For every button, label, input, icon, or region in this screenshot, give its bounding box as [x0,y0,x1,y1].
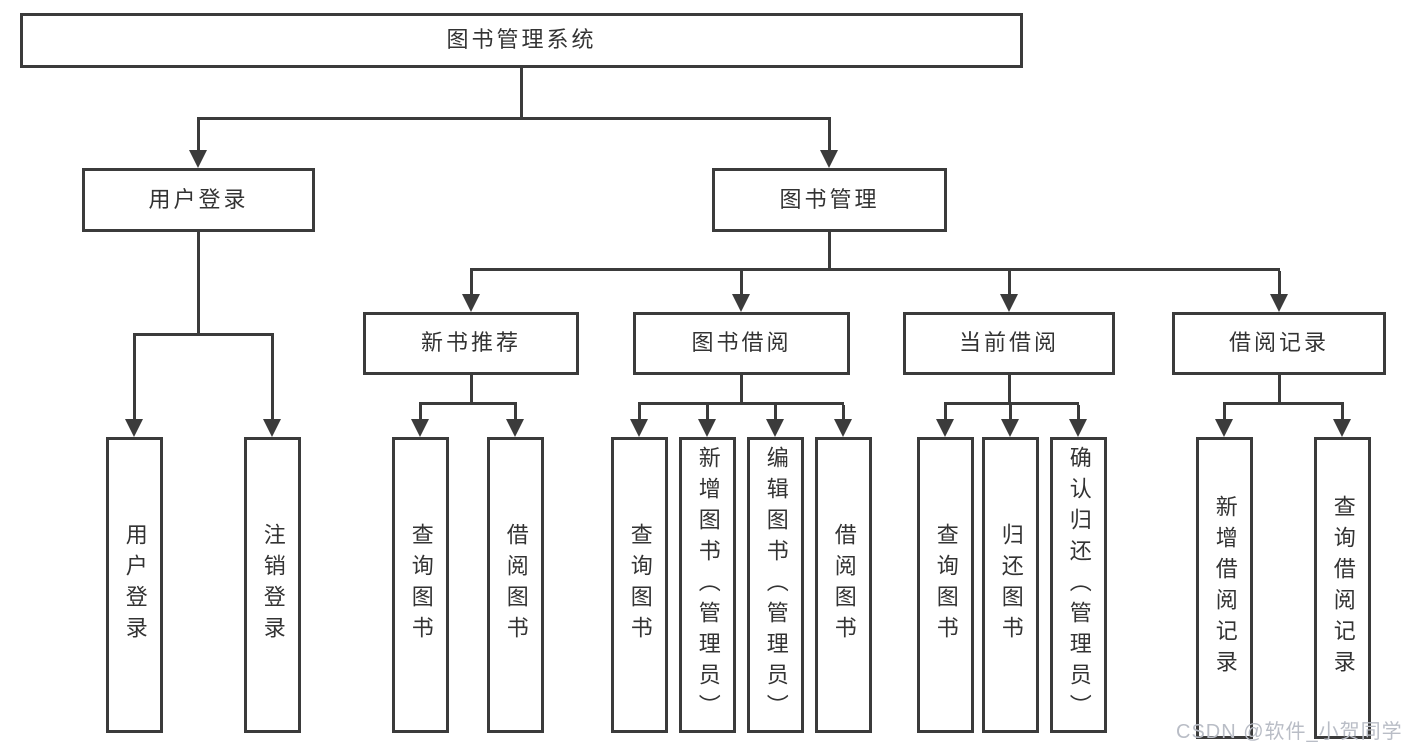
arrow-down-icon [506,419,524,437]
connector-drop-leaf [842,405,845,421]
connector-group-stem [1278,375,1281,404]
connector-group-hline [1223,402,1344,405]
leaf-logout: 注销登录 [244,437,301,733]
leaf-borrow-books: 借阅图书 [815,437,872,733]
arrow-down-icon [732,294,750,312]
connector-level1-hline [197,117,831,120]
arrow-down-icon [1333,419,1351,437]
connector-drop-new-book [470,271,473,296]
arrow-down-icon [936,419,954,437]
connector-drop-leaf [419,405,422,421]
connector-group-hline [638,402,844,405]
connector-group-stem [740,375,743,404]
node-library-management-system: 图书管理系统 [20,13,1023,68]
leaf-user-login: 用户登录 [106,437,163,733]
arrow-down-icon [1215,419,1233,437]
arrow-down-icon [630,419,648,437]
connector-drop-book-management [828,120,831,152]
connector-group-hline [944,402,1079,405]
connector-root-stem [520,68,523,117]
arrow-down-icon [820,150,838,168]
connector-user-login-hline [133,333,274,336]
leaf-borrow-books: 借阅图书 [487,437,544,733]
node-book-borrowing: 图书借阅 [633,312,850,375]
connector-drop-leaf [944,405,947,421]
leaf-add-borrow-record: 新增借阅记录 [1196,437,1253,739]
connector-drop-leaf [1009,405,1012,421]
connector-drop-logout-leaf [271,336,274,421]
arrow-down-icon [766,419,784,437]
arrow-down-icon [1001,419,1019,437]
csdn-watermark: CSDN @软件_小贺同学 [1176,721,1403,743]
connector-drop-leaf [706,405,709,421]
connector-drop-leaf [1077,405,1080,421]
arrow-down-icon [1270,294,1288,312]
arrow-down-icon [411,419,429,437]
connector-drop-login-leaf [133,336,136,421]
connector-drop-borrowing-records [1278,271,1281,296]
node-current-borrowing: 当前借阅 [903,312,1115,375]
connector-level2-hline [470,268,1280,271]
connector-group-stem [470,375,473,404]
arrow-down-icon [834,419,852,437]
connector-drop-leaf [1223,405,1226,421]
node-borrowing-records: 借阅记录 [1172,312,1386,375]
connector-user-login-stem [197,232,200,335]
leaf-query-borrow-record: 查询借阅记录 [1314,437,1371,739]
arrow-down-icon [189,150,207,168]
arrow-down-icon [462,294,480,312]
arrow-down-icon [1000,294,1018,312]
arrow-down-icon [1069,419,1087,437]
node-user-login: 用户登录 [82,168,315,232]
leaf-query-books: 查询图书 [392,437,449,733]
connector-drop-leaf [638,405,641,421]
node-new-book-recommendation: 新书推荐 [363,312,579,375]
arrow-down-icon [125,419,143,437]
connector-drop-book-borrowing [740,271,743,296]
leaf-query-books: 查询图书 [917,437,974,733]
connector-drop-user-login [197,120,200,152]
leaf-edit-books-admin: 编辑图书（管理员） [747,437,804,733]
leaf-return-books: 归还图书 [982,437,1039,733]
arrow-down-icon [698,419,716,437]
node-book-management: 图书管理 [712,168,947,232]
connector-book-management-stem [828,232,831,270]
leaf-add-books-admin: 新增图书（管理员） [679,437,736,733]
leaf-confirm-return-admin: 确认归还（管理员） [1050,437,1107,733]
connector-group-hline [419,402,517,405]
leaf-query-books: 查询图书 [611,437,668,733]
connector-group-stem [1008,375,1011,404]
connector-drop-leaf [514,405,517,421]
connector-drop-leaf [774,405,777,421]
arrow-down-icon [263,419,281,437]
connector-drop-leaf [1341,405,1344,421]
connector-drop-current-borrowing [1008,271,1011,296]
